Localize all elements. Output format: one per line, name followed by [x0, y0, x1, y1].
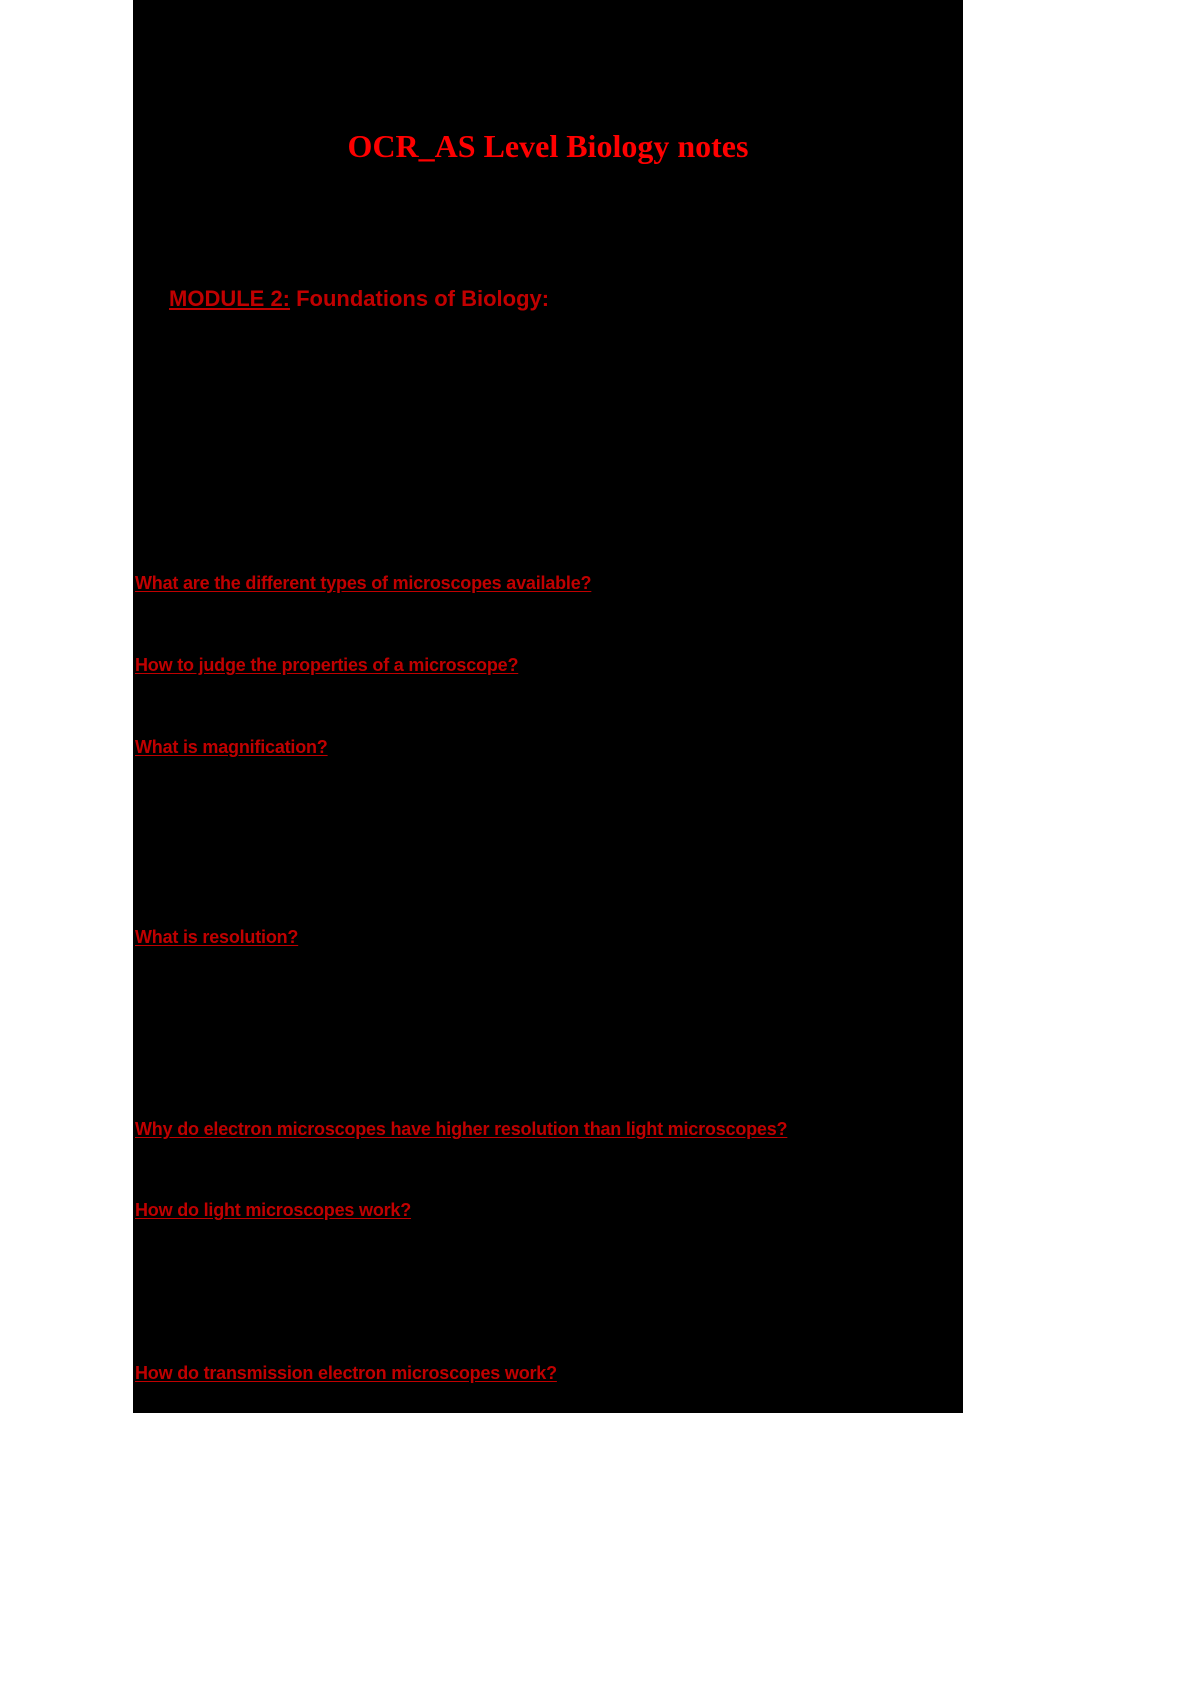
module-heading-text: Foundations of Biology: [290, 286, 550, 311]
page-title: OCR_AS Level Biology notes [347, 128, 749, 164]
question-heading-resolution: What is resolution? [135, 927, 299, 947]
question-heading-electron-resolution: Why do electron microscopes have higher … [135, 1119, 788, 1139]
question-heading-magnification: What is magnification? [135, 737, 328, 757]
module-heading: MODULE 2: Foundations of Biology: [169, 286, 549, 312]
question-heading-transmission-electron-microscopes: How do transmission electron microscopes… [135, 1363, 557, 1383]
question-heading-microscope-types: What are the different types of microsco… [135, 573, 592, 593]
question-heading-microscope-properties: How to judge the properties of a microsc… [135, 655, 519, 675]
document-page: OCR_AS Level Biology notes MODULE 2: Fou… [133, 0, 963, 1413]
module-heading-label: MODULE 2: [169, 286, 290, 311]
question-heading-light-microscopes: How do light microscopes work? [135, 1200, 412, 1220]
